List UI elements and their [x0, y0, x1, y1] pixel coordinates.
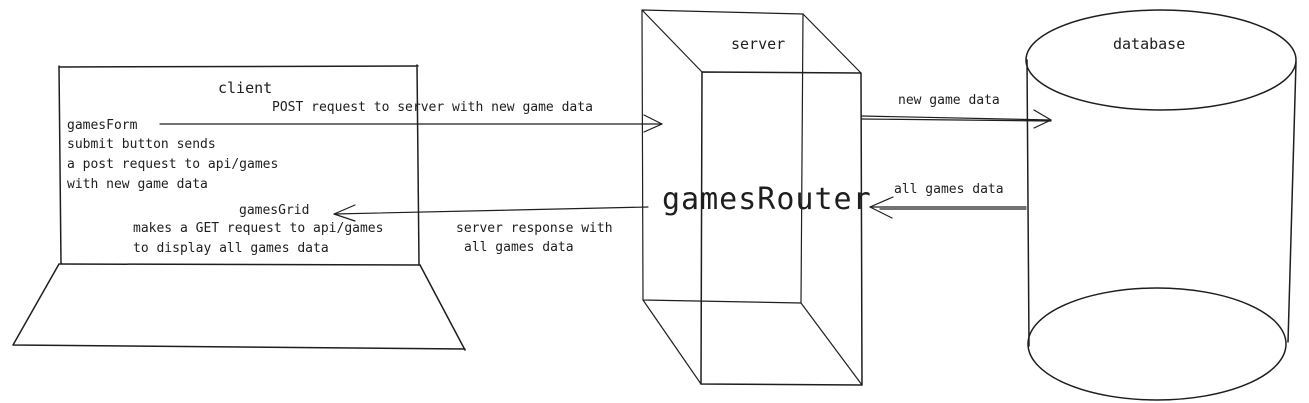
all-games-arrow-line [869, 206, 1027, 210]
server-title: server [731, 35, 785, 53]
server-box: server gamesRouter [641, 9, 872, 386]
database-top-ellipse [1025, 9, 1297, 111]
server-front-face [700, 71, 863, 386]
gamesform-line-2: submit button sends [67, 137, 216, 152]
gamesform-line-1: gamesForm [67, 118, 138, 133]
post-request-label: POST request to server with new game dat… [272, 100, 593, 115]
laptop-screen [58, 64, 421, 266]
gamesform-line-4: with new game data [67, 177, 208, 192]
post-request-arrow: POST request to server with new game dat… [159, 100, 663, 133]
all-games-data-arrow: all games data [869, 182, 1027, 219]
gamesgrid-line-1: makes a GET request to api/games [133, 221, 383, 236]
new-game-data-label: new game data [898, 93, 1000, 108]
server-response-arrow: server response with all games data [333, 204, 649, 255]
server-response-label-1: server response with [456, 221, 613, 236]
database-cylinder: database [1025, 9, 1297, 401]
new-game-arrow-line [861, 115, 1052, 122]
response-arrow-line [333, 206, 649, 215]
server-back-face [641, 9, 804, 304]
games-router-label: gamesRouter [662, 182, 872, 217]
post-arrow-head [643, 114, 663, 133]
server-response-label-2: all games data [464, 240, 574, 255]
new-game-arrow-head [1033, 109, 1052, 129]
laptop-base [12, 263, 466, 351]
response-arrow-head [333, 204, 356, 222]
server-depth-edges [641, 9, 863, 386]
client-title: client [218, 79, 272, 97]
all-games-data-label: all games data [894, 182, 1004, 197]
all-games-arrow-head [869, 196, 894, 219]
gamesgrid-line-2: to display all games data [133, 241, 329, 256]
database-sides [1026, 59, 1297, 347]
database-title: database [1113, 35, 1185, 53]
gamesgrid-title: gamesGrid [239, 203, 309, 218]
database-bottom-ellipse [1027, 287, 1287, 401]
client-laptop: client gamesForm submit button sends a p… [12, 64, 466, 351]
gamesform-line-3: a post request to api/games [67, 157, 278, 172]
new-game-data-arrow: new game data [861, 93, 1052, 129]
